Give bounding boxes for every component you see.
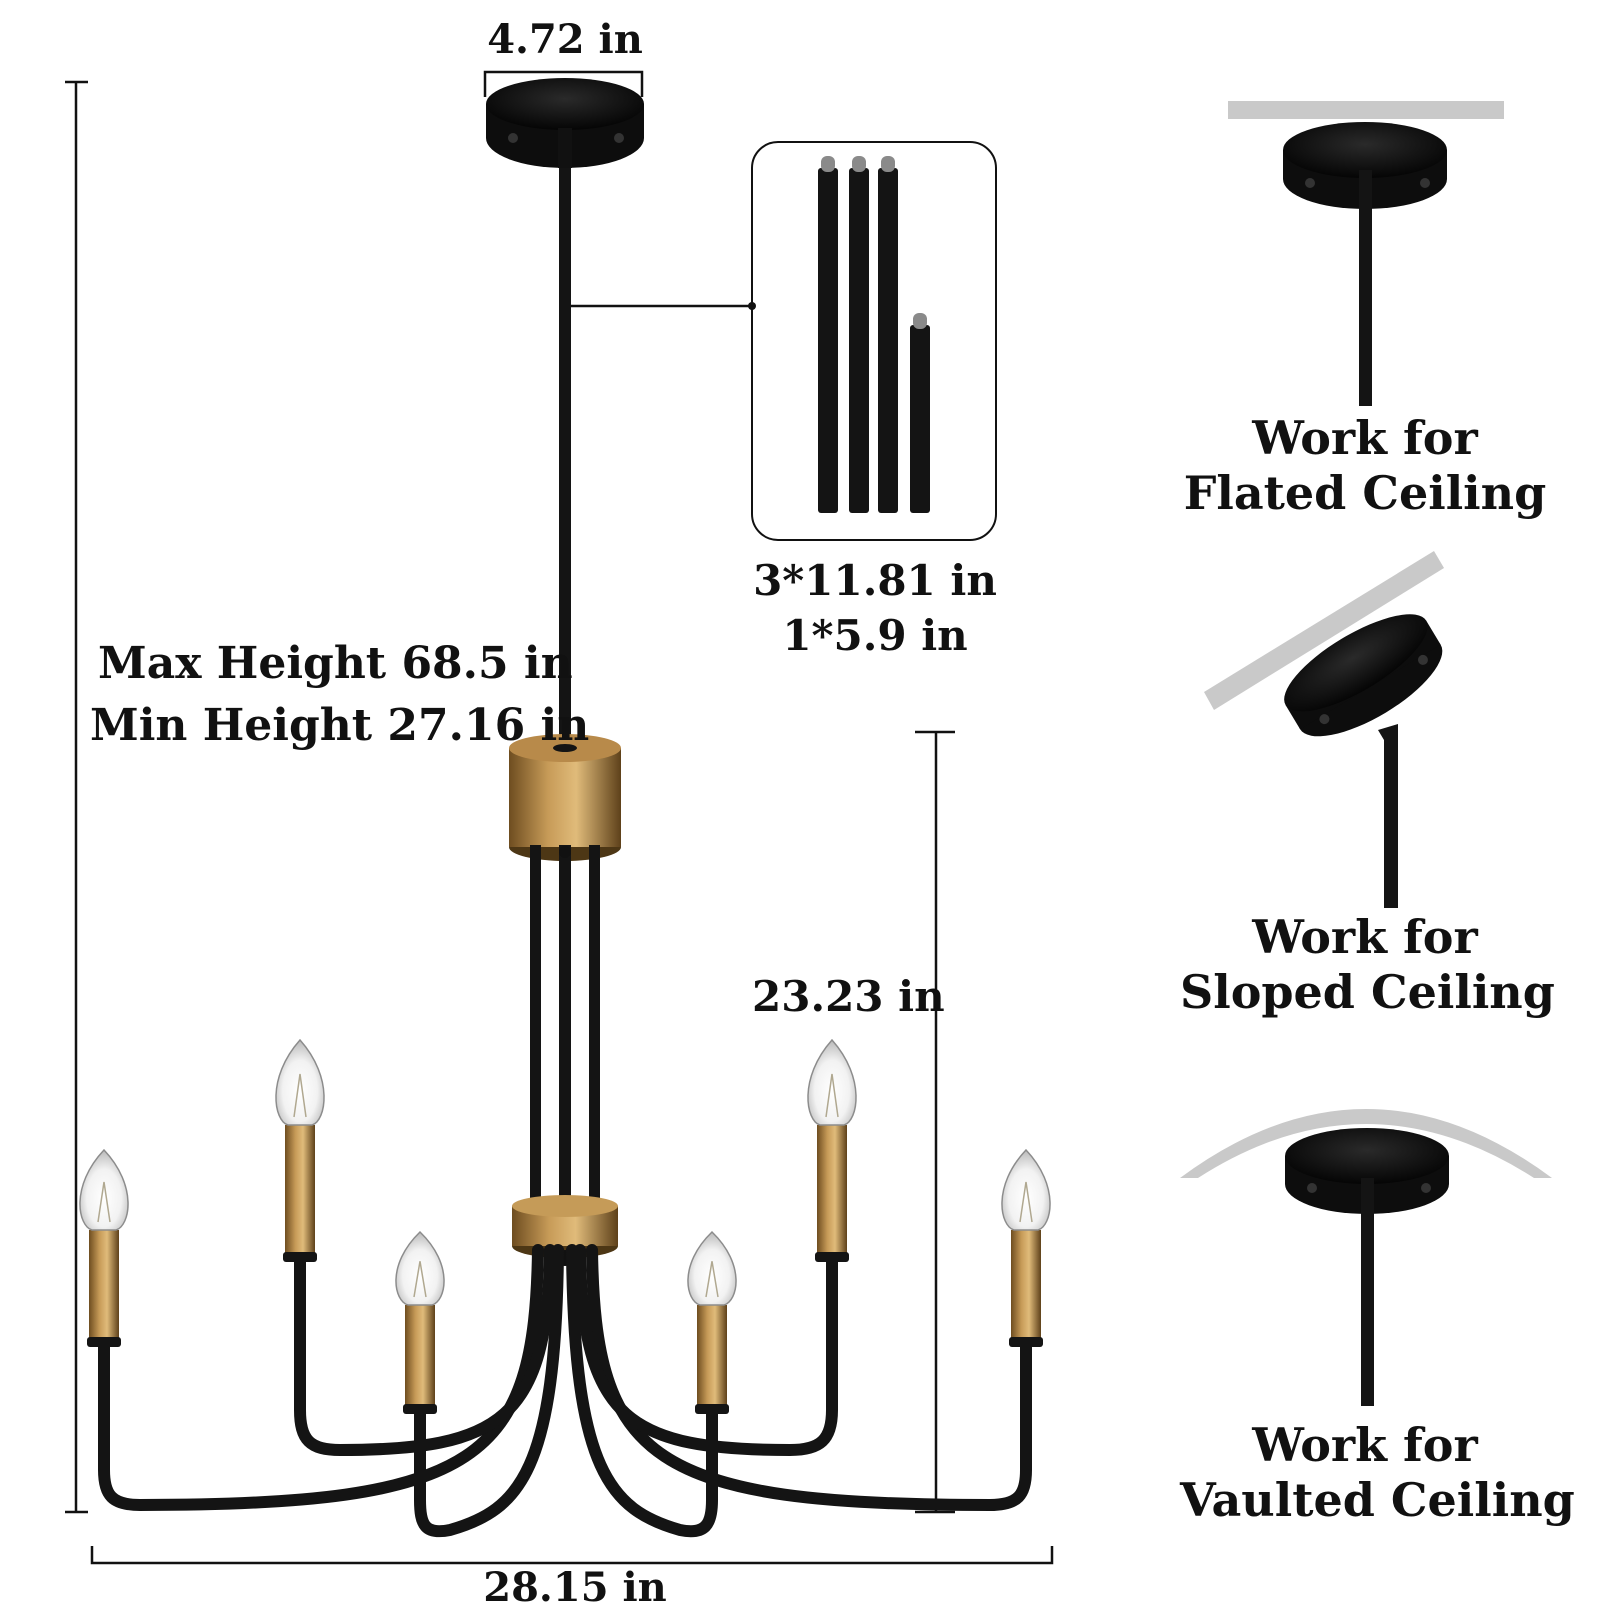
candle-cup [815, 1252, 849, 1262]
bulb [687, 1230, 737, 1306]
candle-cup [695, 1404, 729, 1414]
down-rod [559, 168, 571, 736]
bulb [275, 1038, 325, 1126]
candle-sleeve [697, 1305, 727, 1406]
candle-cup [403, 1404, 437, 1414]
candle-cup [1009, 1337, 1043, 1347]
candle-cup [283, 1252, 317, 1262]
candle-light [395, 1230, 445, 1414]
candle-sleeve [405, 1305, 435, 1406]
extension-rod [849, 168, 869, 513]
dimension-lines [65, 70, 1054, 1565]
chandelier-arms [98, 1244, 1032, 1538]
max-height-line [65, 80, 88, 1514]
min-height-label: Min Height 27.16 in [90, 700, 590, 751]
body-height-line [915, 730, 955, 1514]
flat-ceiling-label-2: Flated Ceiling [1183, 466, 1547, 520]
max-height-label: Max Height 68.5 in [98, 638, 573, 689]
candle-light [687, 1230, 737, 1414]
canopy-width-label: 4.72 in [487, 16, 643, 63]
ceiling-canopy [486, 78, 644, 168]
body-height-label: 23.23 in [752, 972, 945, 1021]
flat-ceiling-label-1: Work for [1252, 411, 1478, 465]
candle-light [275, 1038, 325, 1262]
candle-sleeve [89, 1230, 119, 1339]
chandelier [98, 78, 1032, 1538]
rod-sizes-label-2: 1*5.9 in [782, 611, 968, 660]
bulb [1001, 1148, 1051, 1231]
candle-sleeve [1011, 1230, 1041, 1339]
center-stems [530, 845, 600, 1207]
extension-rods [818, 156, 930, 513]
candle-cup [87, 1337, 121, 1347]
brass-upper-body [509, 734, 621, 861]
candle-sleeve [817, 1125, 847, 1254]
mount-sloped [1204, 551, 1444, 908]
sloped-ceiling-strip [1204, 551, 1444, 710]
mount-vaulted [1180, 1109, 1552, 1406]
sloped-ceiling-label-1: Work for [1252, 910, 1478, 964]
canopy-width-line [483, 70, 644, 97]
bulb [79, 1148, 129, 1231]
candle-sleeve [285, 1125, 315, 1254]
extension-rod [818, 168, 838, 513]
candle-light [79, 1148, 129, 1347]
vaulted-ceiling-label-1: Work for [1252, 1418, 1478, 1472]
extension-rod-short [910, 325, 930, 513]
sloped-ceiling-label-2: Sloped Ceiling [1180, 965, 1555, 1019]
rod-sizes-label-1: 3*11.81 in [753, 556, 997, 605]
total-width-line [90, 1546, 1054, 1565]
extension-rod [878, 168, 898, 513]
vaulted-ceiling-label-2: Vaulted Ceiling [1180, 1473, 1575, 1527]
candle-bulbs [79, 1038, 1051, 1414]
total-width-label: 28.15 in [483, 1564, 667, 1611]
vaulted-ceiling-arc [1180, 1109, 1552, 1178]
candle-light [807, 1038, 857, 1262]
mount-flat [1228, 101, 1504, 406]
brass-lower-ring [512, 1195, 618, 1258]
candle-light [1001, 1148, 1051, 1347]
rod-inset-box [751, 141, 997, 541]
bulb [807, 1038, 857, 1126]
flat-ceiling-strip [1228, 101, 1504, 119]
bulb [395, 1230, 445, 1306]
